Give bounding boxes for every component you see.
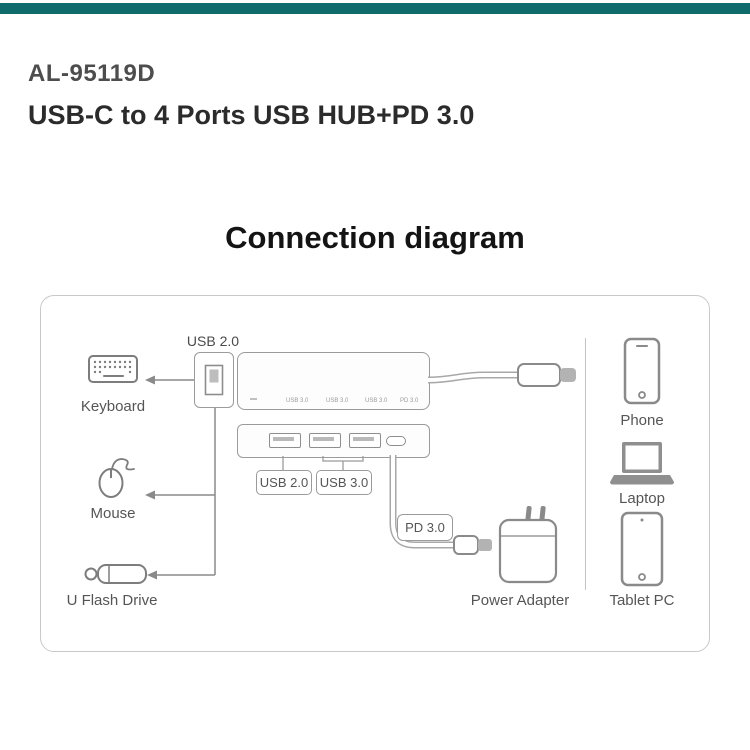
pd30-label: PD 3.0: [397, 514, 453, 541]
front-usb30-label: USB 3.0: [316, 470, 372, 495]
pd-cable-usbc-plug: [370, 455, 510, 565]
diagram-divider: [585, 338, 586, 590]
usb20-side-port: [194, 352, 234, 408]
usb-port-3: [349, 433, 381, 448]
front-usb20-label: USB 2.0: [256, 470, 312, 495]
usb-port-tongue: [313, 437, 334, 441]
phone-label: Phone: [620, 412, 664, 429]
hub-led-indicator: [250, 398, 257, 400]
diagram-frame: [40, 295, 710, 652]
phone-icon: [622, 336, 662, 406]
top-accent-bar: [0, 3, 750, 14]
product-title: USB-C to 4 Ports USB HUB+PD 3.0: [28, 100, 475, 130]
hub-top-view: USB 3.0 USB 3.0 USB 3.0 PD 3.0: [237, 352, 430, 410]
section-title: Connection diagram: [225, 220, 525, 255]
tablet-icon: [619, 510, 665, 588]
usb-port-tongue: [273, 437, 294, 441]
host-cable-usbc-plug: [428, 358, 588, 403]
usb-port-1: [269, 433, 301, 448]
keyboard-label: Keyboard: [80, 398, 146, 415]
usb-a-receptacle-icon: [204, 364, 224, 396]
connection-arrows: [140, 372, 240, 584]
usb20-top-label: USB 2.0: [186, 333, 240, 349]
port-brackets: [237, 456, 428, 470]
usb-port-2: [309, 433, 341, 448]
flash-drive-icon: [82, 560, 150, 588]
usb-port-tongue: [353, 437, 374, 441]
hub-print-pd30: PD 3.0: [400, 398, 419, 404]
laptop-label: Laptop: [619, 490, 665, 507]
mouse-icon: [95, 452, 139, 500]
usbc-pd-port: [386, 436, 406, 446]
power-adapter-label: Power Adapter: [470, 592, 570, 609]
flash-drive-label: U Flash Drive: [66, 592, 158, 609]
tablet-label: Tablet PC: [609, 592, 675, 609]
keyboard-icon: [86, 348, 140, 392]
hub-print-usb30-3: USB 3.0: [365, 398, 388, 404]
hub-print-usb30-1: USB 3.0: [286, 398, 309, 404]
hub-print-usb30-2: USB 3.0: [326, 398, 349, 404]
mouse-label: Mouse: [90, 505, 136, 522]
model-number: AL-95119D: [28, 60, 156, 87]
hub-front-view: [237, 424, 430, 458]
power-adapter-icon: [494, 503, 564, 591]
laptop-icon: [608, 440, 676, 488]
